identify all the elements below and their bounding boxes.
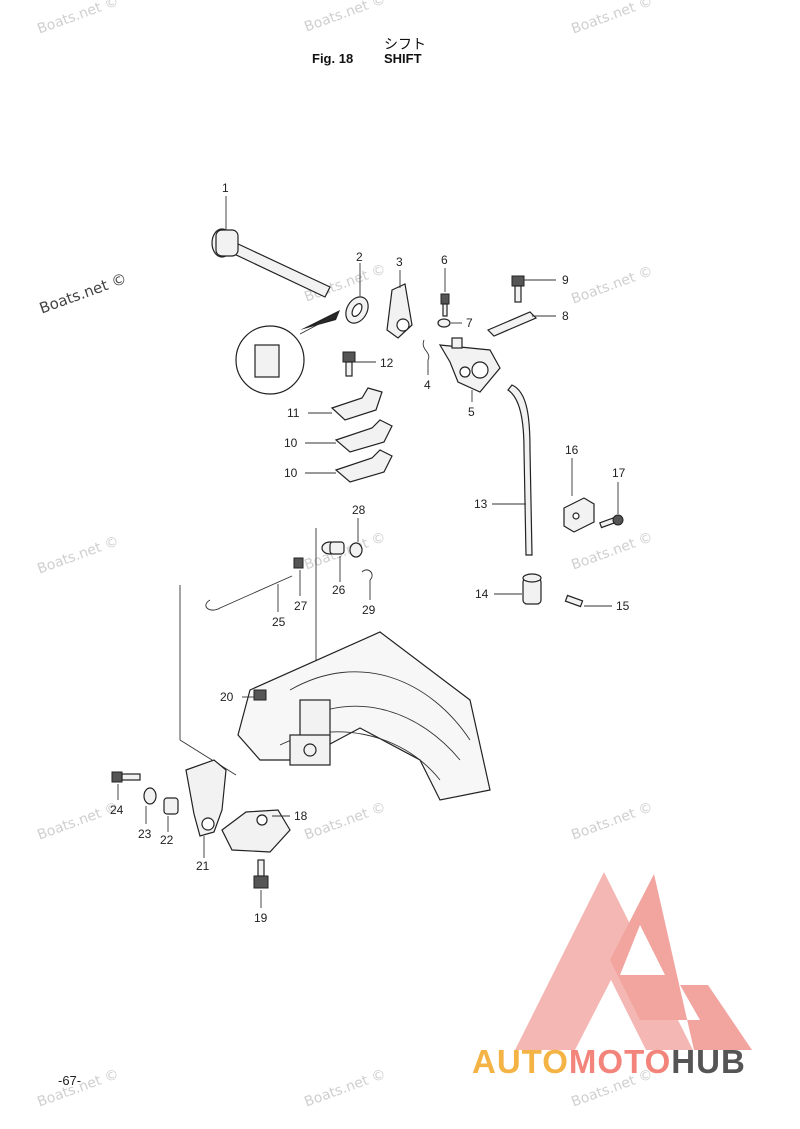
part-25-rod	[205, 575, 293, 612]
callout-10-upper: 10	[284, 436, 298, 450]
part-14-joint	[494, 573, 542, 605]
callout-9: 9	[562, 273, 569, 287]
part-23-washer	[143, 787, 157, 824]
callout-28: 28	[352, 503, 366, 517]
callout-15: 15	[616, 599, 630, 613]
callout-12: 12	[380, 356, 394, 370]
logo-text-hub: HUB	[671, 1043, 746, 1080]
part-29-clip	[361, 569, 373, 600]
part-8-plate	[486, 311, 556, 337]
callout-labels: 1 2 3 4 5 6 7 8 9 10 10 11 12 13 14 15 1…	[110, 181, 630, 925]
part-21-lever	[185, 759, 227, 858]
title-japanese: シフト	[384, 36, 426, 52]
figure-title: SHIFT	[384, 51, 422, 66]
figure-label: Fig. 18	[312, 51, 354, 66]
callout-4: 4	[424, 378, 431, 392]
logo-mark	[515, 872, 752, 1050]
logo-text-moto: MOTO	[568, 1043, 672, 1080]
callout-1: 1	[222, 181, 229, 195]
callout-13: 13	[474, 497, 488, 511]
part-27-nut	[293, 557, 304, 596]
part-7-washer	[437, 318, 462, 328]
part-17-screw	[599, 482, 624, 529]
callout-7: 7	[466, 316, 473, 330]
part-6-screw	[440, 268, 450, 317]
part-11-bracket	[308, 387, 383, 421]
callout-21: 21	[196, 859, 210, 873]
part-16-block	[563, 458, 595, 533]
part-28-washer	[349, 518, 363, 558]
part-22-collar	[163, 797, 179, 832]
part-4-clip	[422, 339, 430, 375]
callout-5: 5	[468, 405, 475, 419]
part-13-shaft	[492, 384, 533, 556]
callout-6: 6	[441, 253, 448, 267]
detail-inset	[235, 310, 340, 395]
callout-23: 23	[138, 827, 152, 841]
callout-29: 29	[362, 603, 376, 617]
part-1-shift-rod	[211, 196, 331, 298]
part-15-pin	[564, 594, 612, 608]
callout-25: 25	[272, 615, 286, 629]
callout-16: 16	[565, 443, 579, 457]
part-18-arm	[221, 809, 291, 853]
callout-8: 8	[562, 309, 569, 323]
callout-20: 20	[220, 690, 234, 704]
engine-bracket	[179, 528, 491, 801]
callout-26: 26	[332, 583, 346, 597]
callout-17: 17	[612, 466, 626, 480]
part-10-bracket-upper	[305, 419, 393, 453]
part-24-bolt	[111, 771, 141, 800]
part-5-housing	[438, 337, 501, 402]
callout-19: 19	[254, 911, 268, 925]
part-20-nut	[242, 689, 267, 701]
callout-18: 18	[294, 809, 308, 823]
logo-text-auto: AUTO	[472, 1043, 569, 1080]
part-2-seal	[345, 263, 369, 324]
part-19-bolt	[253, 859, 269, 908]
page-number: -67-	[58, 1073, 82, 1088]
callout-14: 14	[475, 587, 489, 601]
callout-10-lower: 10	[284, 466, 298, 480]
part-12-bolt	[342, 351, 376, 377]
callout-22: 22	[160, 833, 174, 847]
callout-27: 27	[294, 599, 308, 613]
part-9-bolt	[511, 275, 556, 303]
part-26-joint	[321, 541, 345, 582]
part-3-lever	[386, 270, 413, 339]
callout-11: 11	[287, 406, 300, 420]
callout-24: 24	[110, 803, 124, 817]
logo-wordmark: AUTOMOTOHUB	[472, 1043, 746, 1081]
callout-3: 3	[396, 255, 403, 269]
part-10-bracket-lower	[305, 449, 393, 483]
callout-2: 2	[356, 250, 363, 264]
